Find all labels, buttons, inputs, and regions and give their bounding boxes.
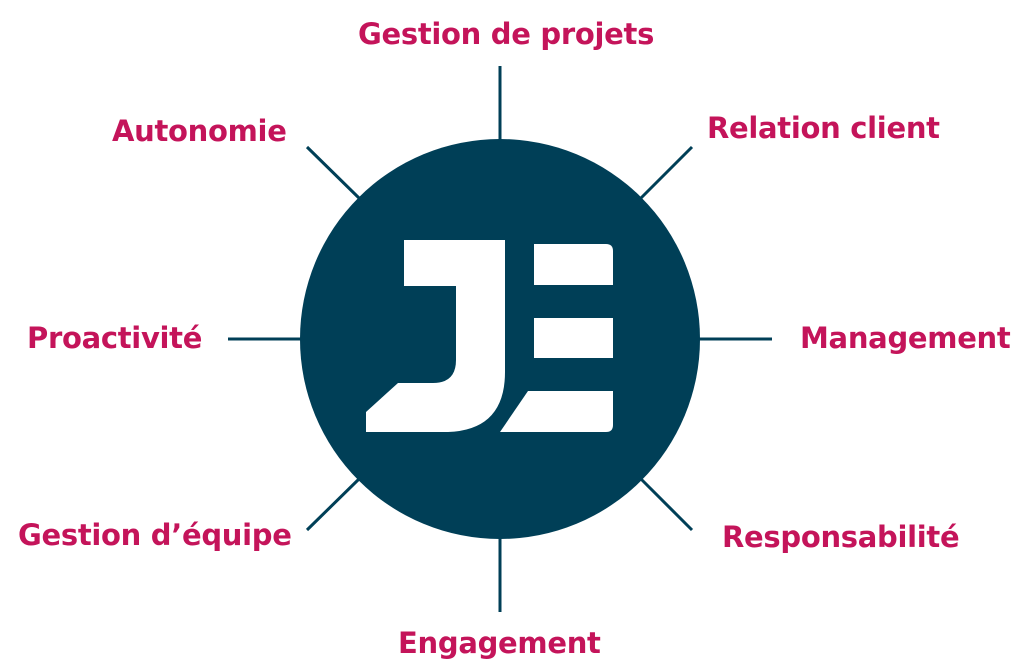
spoke-bottom-left [305, 476, 362, 532]
spokes [228, 66, 772, 612]
label-responsabilite: Responsabilité [722, 520, 960, 554]
label-autonomie: Autonomie [112, 114, 287, 148]
label-relation-client: Relation client [707, 111, 940, 145]
spoke-top-right [638, 145, 694, 201]
letter-e-top-bar [534, 244, 613, 285]
label-proactivite: Proactivité [27, 321, 203, 355]
je-monogram-logo-icon [366, 240, 613, 432]
letter-e-middle-bar [534, 318, 613, 358]
label-gestion-d-equipe: Gestion d’équipe [18, 518, 292, 552]
label-engagement: Engagement [398, 626, 601, 660]
letter-j [366, 240, 505, 432]
spoke-bottom-right [638, 476, 694, 532]
spoke-top-left [305, 145, 362, 201]
letter-e-bottom-bar [500, 391, 613, 432]
label-gestion-de-projets: Gestion de projets [358, 17, 655, 51]
label-management: Management [800, 321, 1011, 355]
